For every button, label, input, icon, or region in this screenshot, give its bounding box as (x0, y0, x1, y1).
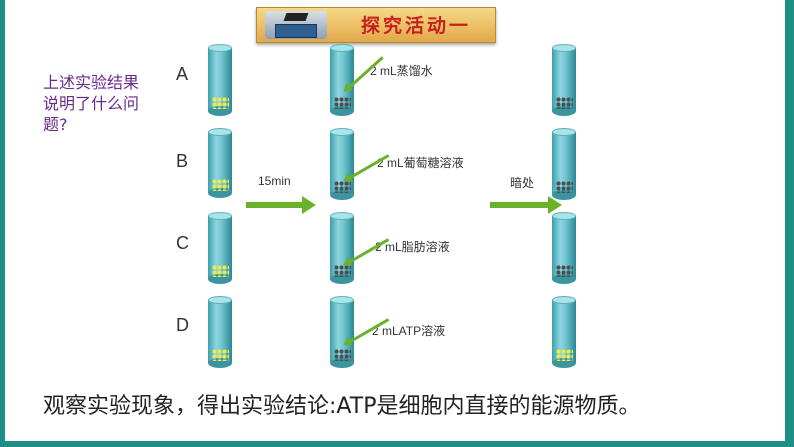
tube-b-before (208, 128, 232, 198)
tube-a-before (208, 44, 232, 116)
tube-c-after (552, 212, 576, 284)
graduation-cap-icon (265, 11, 327, 39)
tube-content (212, 265, 229, 277)
tube-content (556, 349, 573, 361)
reagent-label-d: 2 mLATP溶液 (372, 324, 446, 338)
banner-title: 探究活动一 (360, 15, 471, 37)
step-dark-label: 暗处 (510, 176, 535, 190)
reagent-label-a: 2 mL蒸馏水 (370, 64, 433, 78)
tube-b-after (552, 128, 576, 200)
bottom-border (0, 441, 794, 447)
right-arrow-icon (490, 196, 562, 214)
tube-a-after (552, 44, 576, 116)
tube-d-added (330, 296, 354, 368)
conclusion-text: 观察实验现象，得出实验结论:ATP是细胞内直接的能源物质。 (43, 394, 641, 419)
tube-content (334, 349, 351, 361)
question-text: 上述实验结果说明了什么问题? (43, 73, 140, 134)
tube-d-before (208, 296, 232, 368)
row-label-d: D (176, 315, 189, 335)
tube-content (556, 265, 573, 277)
tube-b-added (330, 128, 354, 200)
tube-content (334, 97, 351, 109)
row-label-c: C (176, 233, 189, 253)
tube-content (556, 97, 573, 109)
left-border (0, 0, 5, 447)
row-label-a: A (176, 64, 189, 84)
tube-c-added (330, 212, 354, 284)
tube-d-after (552, 296, 576, 368)
reagent-label-c: 2 mL脂肪溶液 (375, 240, 450, 254)
right-arrow-icon (246, 196, 316, 214)
step-time-label: 15min (258, 174, 291, 188)
tube-c-before (208, 212, 232, 284)
row-label-b: B (176, 151, 189, 171)
activity-banner: 探究活动一 (256, 7, 496, 43)
reagent-label-b: 2 mL葡萄糖溶液 (377, 156, 464, 170)
tube-a-added (330, 44, 354, 116)
tube-content (212, 179, 229, 191)
tube-content (212, 349, 229, 361)
tube-content (212, 97, 229, 109)
tube-content (556, 181, 573, 193)
right-border (785, 0, 794, 447)
